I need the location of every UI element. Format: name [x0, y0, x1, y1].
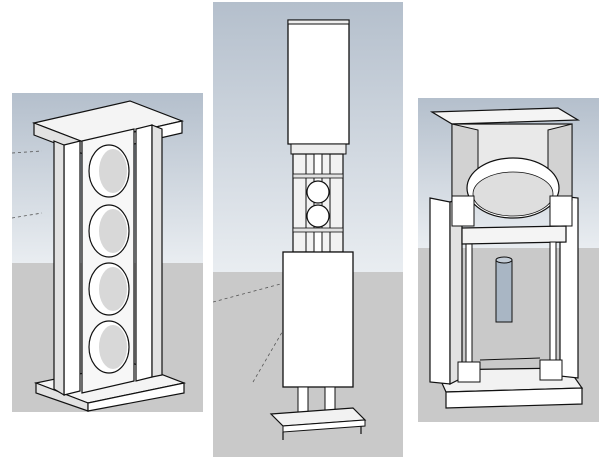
inner-post	[465, 243, 473, 363]
resonator-pipe	[495, 259, 513, 323]
sketch-panel-speaker-column	[12, 93, 203, 412]
base-plinth-front	[445, 387, 583, 409]
left-post	[63, 140, 81, 396]
axis-line	[12, 150, 43, 154]
axis-line	[213, 281, 289, 303]
right-post-side	[151, 124, 163, 378]
sketch-panel-speaker-tower	[213, 2, 403, 457]
sketch-panel-open-enclosure	[418, 98, 599, 422]
lower-box	[282, 251, 354, 388]
speaker-column-four-drivers-model-icon	[12, 93, 203, 412]
top-rim	[429, 107, 581, 125]
mid-shelf	[292, 173, 344, 179]
foot-block	[457, 361, 481, 383]
driver-cutout-shade	[99, 209, 127, 253]
right-post	[135, 124, 153, 382]
driver-cutouts	[88, 144, 130, 374]
driver-cutout	[306, 204, 330, 228]
chamber-block	[451, 195, 475, 227]
top-box	[287, 19, 350, 145]
base-plate-front	[282, 419, 366, 433]
speaker-open-enclosure-pipe-model-icon	[418, 98, 599, 422]
top-box-lip	[290, 143, 347, 155]
driver-cutout-shade	[99, 325, 127, 369]
driver-opening-inner	[472, 171, 554, 217]
left-column	[429, 197, 451, 385]
speaker-tower-stand-model-icon	[213, 2, 403, 457]
driver-cutout	[306, 180, 330, 204]
driver-cutout-shade	[99, 267, 127, 311]
inner-floor-edge	[479, 357, 541, 361]
left-post-side	[53, 140, 65, 397]
driver-cutout-shade	[99, 149, 127, 193]
foot-block	[539, 359, 563, 381]
inner-post	[549, 241, 557, 361]
axis-line	[12, 212, 43, 219]
top-box-face	[287, 19, 350, 25]
mid-shelf	[461, 225, 567, 245]
resonator-pipe-top	[495, 256, 513, 264]
mid-shelf	[292, 227, 344, 233]
bottom-slab-front	[87, 382, 185, 412]
chamber-block	[549, 195, 573, 227]
